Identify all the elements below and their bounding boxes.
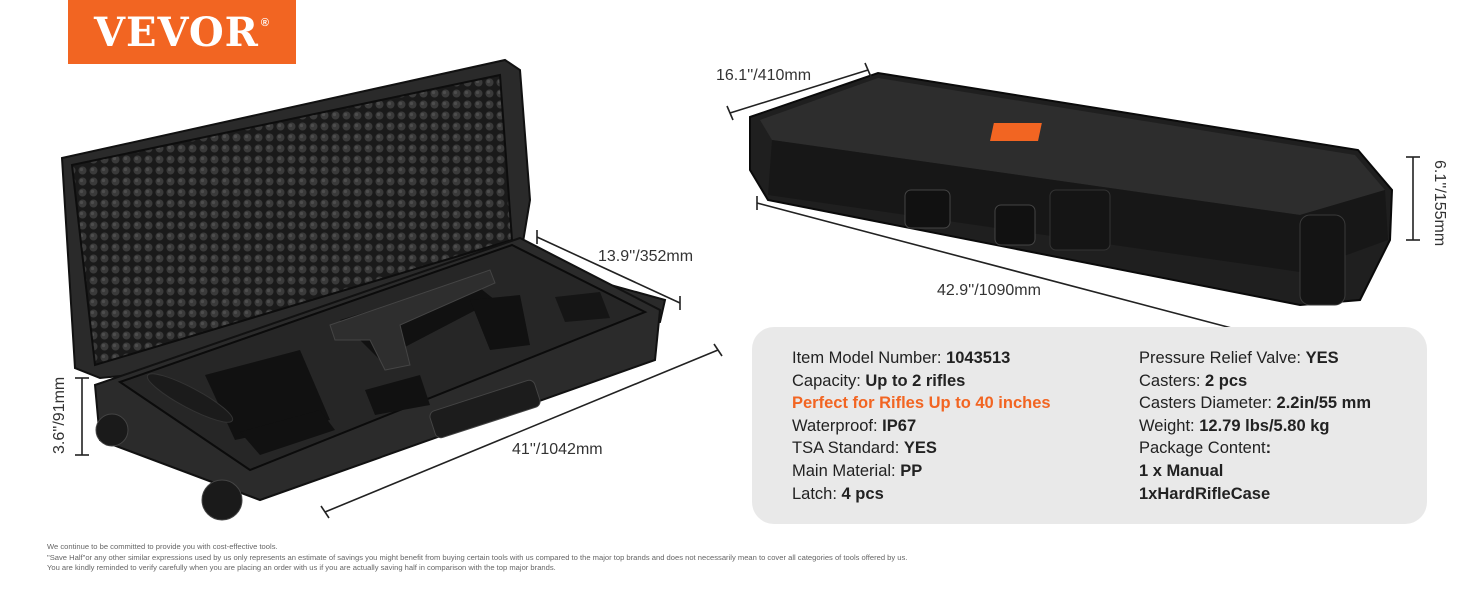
open-dimension-lines <box>75 230 723 519</box>
spec-weight: Weight: 12.79 lbs/5.80 kg <box>1139 416 1330 435</box>
spec-tsa-standard: TSA Standard: YES <box>792 439 937 458</box>
open-height-label: 3.6''/91mm <box>51 376 68 454</box>
spec-package-content: Package Content: <box>1139 439 1272 458</box>
spec-latch: Latch: 4 pcs <box>792 484 884 503</box>
open-depth-label: 13.9''/352mm <box>598 248 694 265</box>
vevor-logo: VEVOR® <box>68 0 296 64</box>
spec-waterproof: Waterproof: IP67 <box>792 416 917 435</box>
closed-height-label: 6.1''/155mm <box>1431 160 1448 247</box>
closed-length-label: 42.9''/1090mm <box>937 282 1041 299</box>
spec-casters-diameter: Casters Diameter: 2.2in/55 mm <box>1139 394 1372 413</box>
closed-width-label: 16.1''/410mm <box>716 67 812 84</box>
registered-mark: ® <box>260 17 271 29</box>
spec-main-material: Main Material: PP <box>792 461 923 480</box>
spec-pressure-valve: Pressure Relief Valve: YES <box>1139 349 1339 367</box>
closed-dimension-lines <box>726 62 1420 342</box>
spec-casters: Casters: 2 pcs <box>1139 371 1248 390</box>
spec-rifle-length-note: Perfect for Rifles Up to 40 inches <box>792 394 1051 413</box>
spec-capacity: Capacity: Up to 2 rifles <box>792 371 966 390</box>
logo-text: VEVOR <box>93 8 259 56</box>
spec-card: Item Model Number: 1043513 Capacity: Up … <box>752 327 1427 524</box>
disclaimer: We continue to be committed to provide y… <box>47 542 907 574</box>
spec-column-left: Item Model Number: 1043513 Capacity: Up … <box>792 347 1051 505</box>
spec-package-item-manual: 1 x Manual <box>1139 461 1224 480</box>
disclaimer-line: You are kindly reminded to verify carefu… <box>47 563 556 572</box>
disclaimer-line: We continue to be committed to provide y… <box>47 542 278 551</box>
open-length-label: 41''/1042mm <box>512 441 603 458</box>
disclaimer-line: "Save Half"or any other similar expressi… <box>47 552 908 562</box>
spec-package-item-case: 1xHardRifleCase <box>1139 484 1271 503</box>
open-case-image <box>60 58 667 521</box>
closed-case-image <box>749 71 1394 307</box>
spec-model-number: Item Model Number: 1043513 <box>792 349 1011 367</box>
spec-column-right: Pressure Relief Valve: YES Casters: 2 pc… <box>1139 347 1371 505</box>
